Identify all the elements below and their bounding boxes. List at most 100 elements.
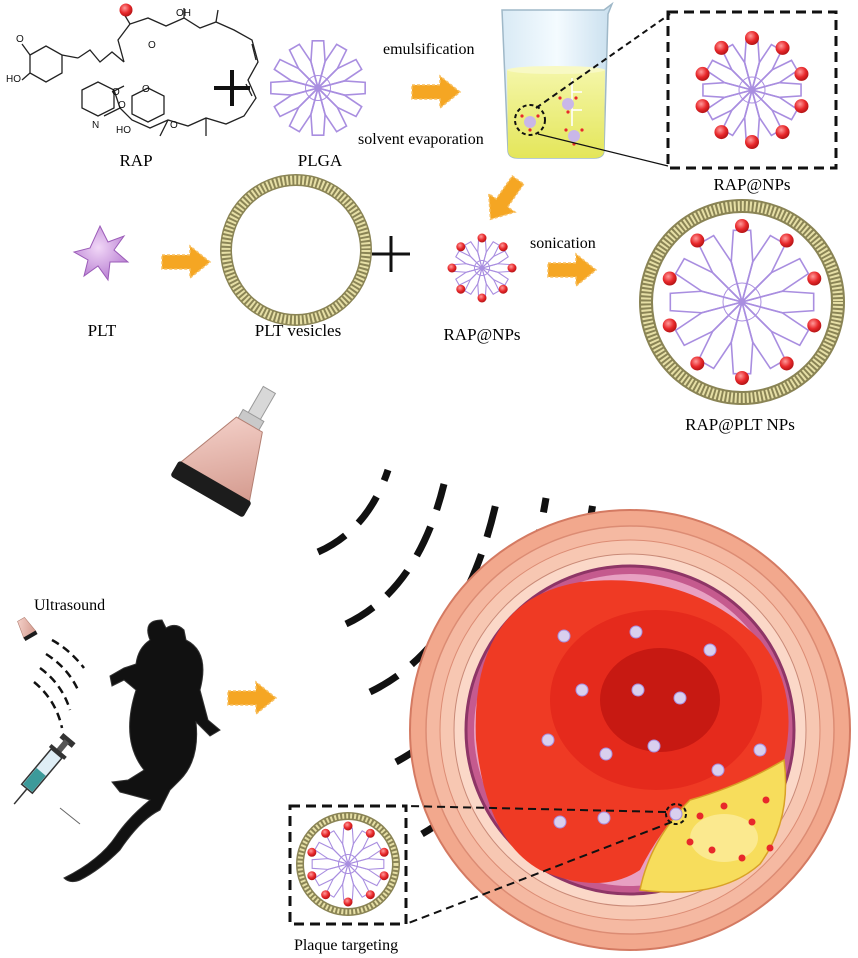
drug-dot — [794, 99, 809, 114]
solvent-evaporation-label: solvent evaporation — [358, 131, 484, 148]
drug-dot — [456, 284, 466, 294]
drug-dot — [343, 821, 353, 831]
drug-dot — [365, 828, 375, 838]
rap-label: RAP — [119, 151, 152, 170]
polymer-petal — [315, 58, 363, 90]
lumen-nanoparticles — [541, 625, 767, 829]
polymer-petal — [748, 81, 802, 99]
polymer-petal — [477, 265, 487, 297]
sonication-label: sonication — [530, 235, 596, 252]
molecule-atom-labels: OH O HO O O N HO O O O — [6, 8, 191, 136]
polymer-petal — [310, 84, 326, 136]
atom-label: O — [142, 84, 150, 95]
drug-dot — [775, 40, 790, 55]
drug-dot — [456, 242, 466, 252]
polymer-core — [338, 854, 358, 874]
polymer-petal — [453, 263, 485, 273]
rap-plt-np-small — [296, 812, 400, 916]
drug-dot — [321, 828, 331, 838]
rap-nps-zoom-box — [666, 10, 838, 170]
rap-nps-mid-label: RAP@NPs — [443, 325, 520, 344]
ultrasound-probe-icon — [171, 385, 277, 517]
down-arrow-icon — [476, 170, 532, 230]
plt-arrow-icon — [161, 245, 211, 279]
polymer-petal — [749, 59, 799, 92]
drug-dot — [779, 356, 794, 371]
drug-dot — [794, 66, 809, 81]
drug-dot — [807, 271, 822, 286]
drug-dot — [321, 890, 331, 900]
drug-dot — [779, 233, 794, 248]
atom-label: HO — [116, 125, 131, 136]
rap-nps-zoomed — [695, 31, 809, 149]
drug-dot — [307, 847, 317, 857]
polymer-petal — [702, 81, 756, 99]
drug-dot — [745, 31, 759, 45]
drug-dot — [662, 271, 677, 286]
drug-dot — [365, 890, 375, 900]
polymer-core — [722, 282, 762, 322]
atom-label: HO — [6, 74, 21, 85]
emulsification-arrow-icon — [411, 75, 461, 109]
mouse-icon — [63, 619, 221, 883]
polymer-petal — [270, 80, 322, 96]
beaker-nanoparticles — [520, 96, 584, 146]
polymer-petal — [310, 40, 326, 92]
polymer-petal — [346, 841, 382, 866]
atom-label: O — [118, 100, 126, 111]
drug-dot — [807, 318, 822, 333]
plus-icon — [214, 70, 250, 106]
drug-dot — [507, 263, 517, 273]
drug-dot — [477, 293, 487, 303]
plus-icon — [372, 236, 410, 272]
atom-label: O — [112, 87, 120, 98]
plga-polymer — [270, 40, 366, 136]
polymer-petal — [480, 250, 509, 270]
rap-molecule — [21, 8, 259, 137]
rap-drug-dot — [119, 3, 133, 17]
polymer-petal — [743, 86, 761, 140]
drug-dot — [379, 871, 389, 881]
polymer-core — [474, 260, 490, 276]
drug-dot — [695, 99, 710, 114]
rap-nps-small — [447, 233, 517, 303]
drug-dot — [695, 66, 710, 81]
ultrasound-label: Ultrasound — [34, 597, 105, 614]
polymer-core — [738, 76, 766, 104]
polymer-petal — [314, 80, 366, 96]
plga-label: PLGA — [298, 151, 343, 170]
drug-dot — [498, 242, 508, 252]
rap-plt-np-large — [639, 199, 845, 405]
small-ultrasound-waves — [33, 638, 85, 729]
drug-dot — [735, 371, 749, 385]
targeting-arrow-icon — [227, 681, 277, 715]
atom-label: OH — [176, 8, 191, 19]
plt-vesicle — [220, 174, 372, 326]
atom-label: O — [16, 34, 24, 45]
syringe-icon — [13, 733, 76, 805]
polymer-core — [305, 75, 331, 101]
polymer-petal — [743, 40, 761, 94]
drug-dot — [477, 233, 487, 243]
atom-label: O — [170, 120, 178, 131]
plt-vesicles-label: PLT vesicles — [255, 321, 341, 340]
plt-icon — [72, 224, 130, 282]
drug-dot — [735, 219, 749, 233]
drug-dot — [745, 135, 759, 149]
sonication-arrow-icon — [547, 253, 597, 287]
rap-nps-top-label: RAP@NPs — [713, 175, 790, 194]
artery-cross-section — [409, 509, 851, 951]
emulsification-label: emulsification — [383, 41, 475, 58]
drug-dot — [714, 125, 729, 140]
drug-dot — [775, 125, 790, 140]
atom-label: N — [92, 120, 99, 131]
drug-dot — [343, 897, 353, 907]
drug-dot — [690, 356, 705, 371]
drug-dot — [447, 263, 457, 273]
small-probe-icon — [17, 616, 38, 642]
drug-dot — [690, 233, 705, 248]
beaker-icon — [501, 1, 614, 159]
drug-dot — [662, 318, 677, 333]
plaque-drug-dots — [686, 796, 774, 862]
